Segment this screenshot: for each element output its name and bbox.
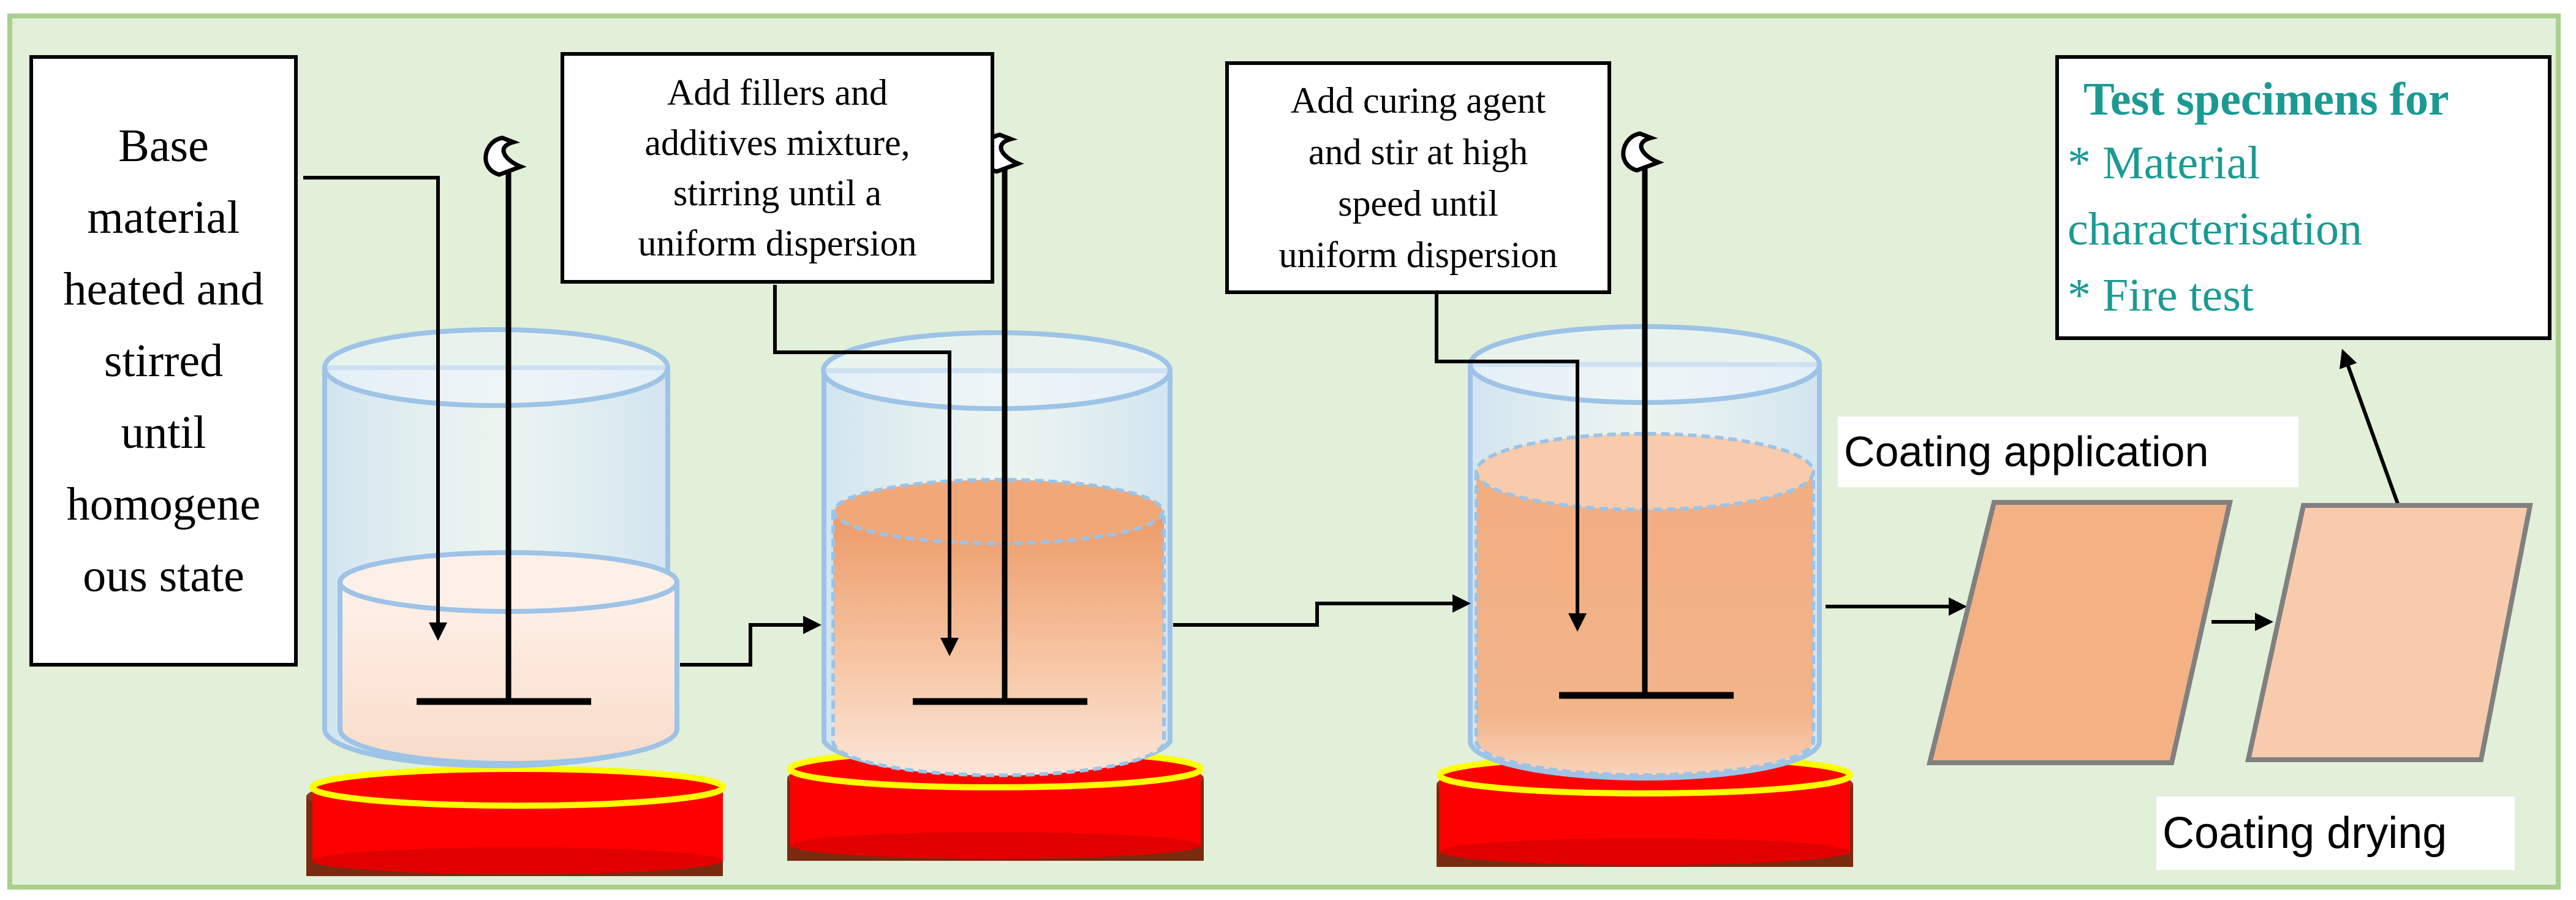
step-2-box: Add fillers and additives mixture, stirr…	[561, 52, 994, 284]
coating-application-label: Coating application	[1838, 417, 2298, 487]
test-item-1: * Material	[2068, 137, 2261, 189]
test-item-3: * Fire test	[2068, 270, 2254, 321]
coating-drying-label: Coating drying	[2156, 796, 2515, 870]
test-item-2: characterisation	[2068, 203, 2363, 255]
beaker-2	[787, 132, 1204, 861]
step-3-box: Add curing agent and stir at high speed …	[1225, 61, 1611, 294]
hotplate-1	[306, 766, 726, 876]
beaker-1	[306, 135, 726, 876]
step-3-text: Add curing agent and stir at high speed …	[1279, 80, 1558, 275]
connectors	[303, 176, 2400, 667]
beaker-3	[1437, 131, 1853, 867]
step-1-text: Base material heated and stirred until h…	[63, 119, 264, 602]
step-2-text: Add fillers and additives mixture, stirr…	[638, 72, 917, 263]
test-title: Test specimens for	[2083, 74, 2449, 125]
coating-application-slab	[1926, 500, 2233, 765]
step-1-box: Base material heated and stirred until h…	[29, 55, 298, 667]
coating-drying-slab	[2245, 503, 2533, 762]
test-specimens-box: Test specimens for * Material characteri…	[2055, 55, 2551, 340]
